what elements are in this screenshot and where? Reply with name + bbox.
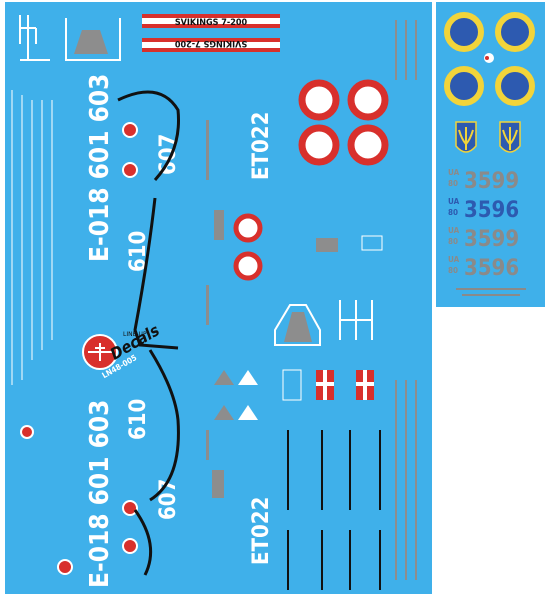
large-roundels — [298, 79, 389, 166]
gray-panels — [282, 235, 383, 401]
ua-prefix-80-2: 80 — [448, 208, 458, 217]
ua-prefix-1: UA — [448, 168, 460, 177]
code-610-bottom: 610 — [126, 399, 151, 440]
ua-roundels — [444, 12, 535, 106]
serial-top: E-018 601 603 — [85, 74, 115, 262]
walkway-lines — [287, 430, 381, 590]
logo-small-text: LINE-UP — [123, 331, 147, 338]
ua-code-3: 3599 — [464, 227, 519, 252]
ua-prefix-4: UA — [448, 255, 460, 264]
code-607-bottom: 607 — [156, 479, 181, 520]
ua-code-row-4: UA 80 3596 — [448, 255, 519, 281]
serial-bottom: E-018 601 603 — [85, 400, 115, 588]
stripe-lines — [11, 90, 53, 385]
triangle-stencils — [214, 370, 258, 420]
flag-decals — [316, 370, 374, 400]
ua-prefix-80-4: 80 — [448, 266, 458, 275]
banner-bottom-text: SVIKINGS 7-200 — [174, 38, 247, 48]
right-stencil-columns — [395, 20, 417, 580]
banner-top-text: SVIKINGS 7-200 — [175, 18, 248, 28]
ua-footer-stencils — [456, 288, 526, 296]
ua-code-row-3: UA 80 3599 — [448, 226, 519, 252]
ua-prefix-3: UA — [448, 226, 460, 235]
canopy-frame-right — [274, 300, 373, 346]
canopy-frame-decal — [19, 15, 121, 61]
ua-code-row-2: UA 80 3596 — [448, 197, 519, 223]
ua-code-1: 3599 — [464, 169, 519, 194]
vikings-banner-bottom: SVIKINGS 7-200 — [142, 38, 280, 52]
et022-bottom: ET022 — [249, 497, 274, 565]
ua-prefix-80-1: 80 — [448, 179, 458, 188]
ua-prefix-2: UA — [448, 197, 460, 206]
ua-code-2: 3596 — [464, 198, 519, 223]
ua-decal-sheet — [436, 2, 545, 307]
ua-prefix-80-3: 80 — [448, 237, 458, 246]
mid-roundels — [233, 213, 263, 281]
canopy-gray-decal — [74, 30, 108, 54]
vikings-banner-top: SVIKINGS 7-200 — [142, 14, 280, 28]
black-curves — [117, 90, 181, 576]
ua-trident-shields — [455, 121, 521, 153]
et022-top: ET022 — [249, 112, 274, 180]
small-roundels-left — [20, 122, 138, 575]
ua-code-4: 3596 — [464, 256, 519, 281]
ua-code-row-1: UA 80 3599 — [448, 168, 519, 194]
middle-stencils — [206, 120, 224, 498]
